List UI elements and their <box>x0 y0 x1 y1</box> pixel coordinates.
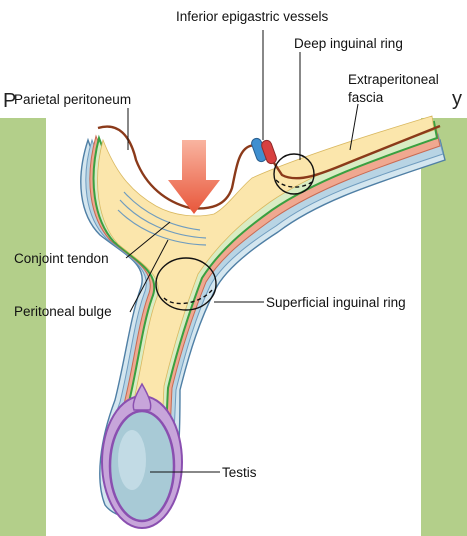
label-peritoneal-bulge: Peritoneal bulge <box>14 304 112 319</box>
label-extraperitoneal-fascia-2: fascia <box>348 90 384 105</box>
label-testis: Testis <box>222 465 257 480</box>
label-conjoint-tendon: Conjoint tendon <box>14 251 109 266</box>
label-parietal-peritoneum: Parietal peritoneum <box>14 92 131 107</box>
label-deep-inguinal-ring: Deep inguinal ring <box>294 36 403 51</box>
epigastric-vessels <box>250 137 278 165</box>
label-superficial-inguinal-ring: Superficial inguinal ring <box>266 295 406 310</box>
label-inferior-epigastric-vessels: Inferior epigastric vessels <box>176 9 329 24</box>
anatomy-layers <box>81 116 445 528</box>
label-extraperitoneal-fascia-1: Extraperitoneal <box>348 72 439 87</box>
testis-highlight <box>118 430 146 490</box>
